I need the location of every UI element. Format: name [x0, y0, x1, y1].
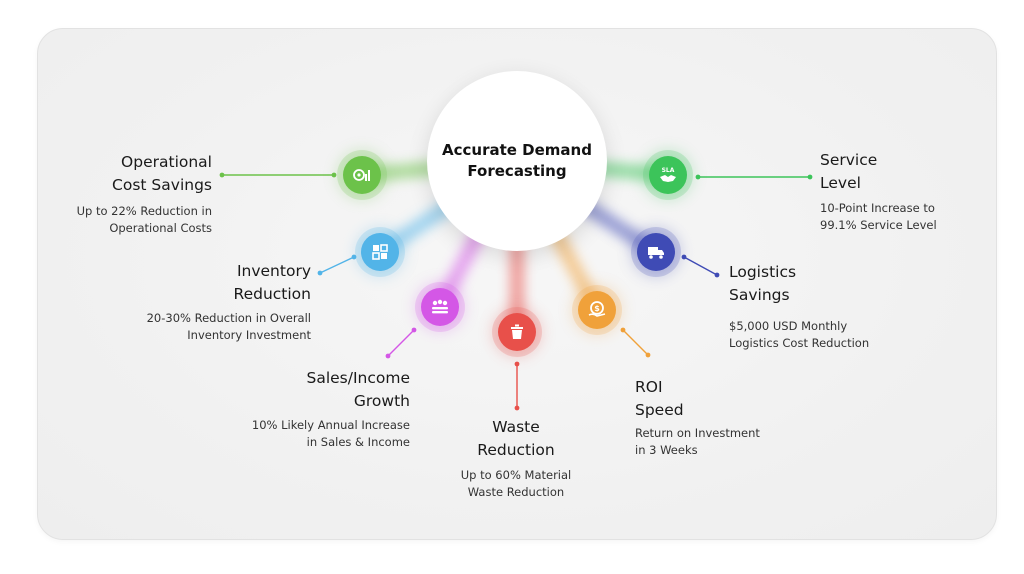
service-level-title: Service Level [820, 149, 930, 195]
roi-icon: $ [587, 300, 607, 320]
inventory-desc-line-1: 20-30% Reduction in Overall [146, 311, 311, 325]
service-level-desc-line-1: 10-Point Increase to [820, 201, 935, 215]
connector-dot [514, 405, 520, 411]
cost-savings-title-line-2: Cost Savings [112, 176, 212, 194]
hub-title-line-2: Forecasting [467, 162, 567, 180]
connector-lines [219, 172, 813, 411]
sales-growth-title-line-2: Growth [353, 392, 410, 410]
connector-line [622, 329, 649, 356]
roi-title: ROI Speed [635, 376, 735, 422]
sales-growth-desc-line-2: in Sales & Income [306, 435, 410, 449]
svg-text:SLA: SLA [662, 167, 675, 174]
cost-savings-desc-line-1: Up to 22% Reduction in [76, 204, 212, 218]
logistics-title-line-2: Savings [729, 286, 790, 304]
logistics-node [637, 233, 675, 271]
connector-dot [645, 352, 651, 358]
waste-title: Waste Reduction [455, 416, 577, 462]
cost-savings-title-line-1: Operational [121, 153, 212, 171]
connector-line [387, 329, 415, 357]
logistics-description: $5,000 USD Monthly Logistics Cost Reduct… [729, 318, 909, 352]
connector-line [683, 256, 718, 276]
waste-desc-line-2: Waste Reduction [467, 485, 565, 499]
connector-dot [317, 270, 323, 276]
connector-dot [807, 174, 813, 180]
hub-title-line-1: Accurate Demand [442, 141, 592, 159]
service-level-description: 10-Point Increase to 99.1% Service Level [820, 200, 970, 234]
sales-growth-node [421, 288, 459, 326]
inventory-title-line-2: Reduction [233, 285, 312, 303]
roi-description: Return on Investment in 3 Weeks [635, 425, 785, 459]
service-level-title-line-2: Level [820, 174, 861, 192]
roi-title-line-1: ROI [635, 378, 663, 396]
cost-savings-description: Up to 22% Reduction in Operational Costs [52, 203, 212, 237]
inventory-node [361, 233, 399, 271]
roi-node: $ [578, 291, 616, 329]
waste-title-line-2: Reduction [477, 441, 555, 459]
connector-dot [351, 254, 357, 260]
waste-node [498, 313, 536, 351]
service-level-desc-line-2: 99.1% Service Level [820, 218, 937, 232]
logistics-title: Logistics Savings [729, 261, 849, 307]
connector-dot [695, 174, 701, 180]
connector-line [319, 256, 355, 274]
connector-dot [219, 172, 225, 178]
logistics-desc-line-1: $5,000 USD Monthly [729, 319, 848, 333]
cost-savings-node [343, 156, 381, 194]
connector-dot [331, 172, 337, 178]
center-hub: Accurate Demand Forecasting [427, 71, 607, 251]
sla-icon: SLA [657, 164, 679, 186]
roi-desc-line-2: in 3 Weeks [635, 443, 698, 457]
waste-description: Up to 60% Material Waste Reduction [436, 467, 596, 501]
logistics-icon [646, 242, 666, 262]
svg-text:$: $ [594, 304, 600, 313]
cost-savings-icon [352, 165, 372, 185]
roi-desc-line-1: Return on Investment [635, 426, 760, 440]
waste-title-line-1: Waste [492, 418, 540, 436]
sla-node: SLA [649, 156, 687, 194]
logistics-title-line-1: Logistics [729, 263, 797, 281]
sales-growth-description: 10% Likely Annual Increase in Sales & In… [225, 417, 410, 451]
waste-icon [507, 322, 527, 342]
sales-growth-title-line-1: Sales/Income [306, 369, 410, 387]
sales-growth-desc-line-1: 10% Likely Annual Increase [251, 418, 410, 432]
inventory-description: 20-30% Reduction in Overall Inventory In… [121, 310, 311, 344]
sales-growth-title: Sales/Income Growth [270, 367, 410, 413]
connector-dot [411, 327, 417, 333]
inventory-icon [370, 242, 390, 262]
connector-dot [714, 272, 720, 278]
connector-dot [385, 353, 391, 359]
inventory-title: Inventory Reduction [191, 260, 312, 306]
inventory-desc-line-2: Inventory Investment [187, 328, 311, 342]
logistics-desc-line-2: Logistics Cost Reduction [729, 336, 870, 350]
connector-dot [681, 254, 687, 260]
connector-dot [620, 327, 626, 333]
hub-title: Accurate Demand Forecasting [442, 140, 592, 182]
roi-title-line-2: Speed [635, 401, 684, 419]
inventory-title-line-1: Inventory [236, 262, 311, 280]
cost-savings-desc-line-2: Operational Costs [109, 221, 212, 235]
cost-savings-title: Operational Cost Savings [90, 151, 212, 197]
waste-desc-line-1: Up to 60% Material [460, 468, 572, 482]
connector-dot [514, 361, 520, 367]
service-level-title-line-1: Service [820, 151, 878, 169]
sales-growth-icon [430, 297, 450, 317]
